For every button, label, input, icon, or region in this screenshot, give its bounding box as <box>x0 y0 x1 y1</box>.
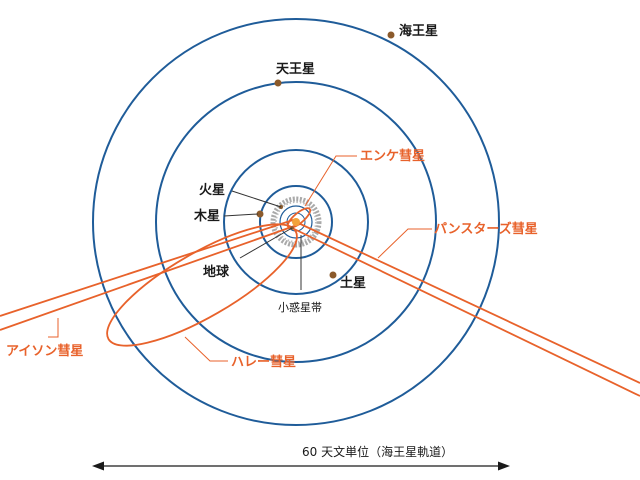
uranus-dot <box>274 79 282 87</box>
neptune-orbit <box>92 18 500 426</box>
jupiter-leader <box>223 213 259 217</box>
label-panstarrs: パンスターズ彗星 <box>434 221 538 237</box>
halley-comet-orbit <box>106 223 298 347</box>
label-asteroid-belt: 小惑星帯 <box>278 300 322 314</box>
ison-leader <box>48 318 59 338</box>
saturn-dot <box>329 271 337 279</box>
neptune-dot <box>387 31 395 39</box>
scale-arrow-right <box>498 461 510 471</box>
saturn-orbit <box>223 149 369 295</box>
label-ison: アイソン彗星 <box>6 343 83 359</box>
panstarrs-leader <box>377 228 432 259</box>
scale-label: 60 天文単位（海王星軌道） <box>302 444 453 459</box>
ison-comet-orbit <box>0 218 301 331</box>
encke-comet-orbit <box>286 207 312 229</box>
earth-leader <box>239 227 293 259</box>
scale-bar: 60 天文単位（海王星軌道） <box>92 444 510 471</box>
label-mars: 火星 <box>199 183 225 198</box>
label-encke: エンケ彗星 <box>360 148 425 164</box>
label-saturn: 土星 <box>340 275 366 291</box>
halley-leader <box>184 336 228 362</box>
label-jupiter: 木星 <box>193 208 220 224</box>
encke-leader <box>304 155 357 207</box>
uranus-orbit <box>155 81 437 363</box>
label-uranus: 天王星 <box>276 62 315 77</box>
mars-leader <box>231 190 282 208</box>
jupiter-orbit <box>259 185 333 259</box>
label-halley: ハレー彗星 <box>231 354 296 370</box>
planet-orbits <box>92 18 500 426</box>
scale-arrow-left <box>92 461 104 471</box>
comet-orbits <box>0 207 640 397</box>
sun-icon <box>292 218 300 226</box>
planet-dots <box>256 31 395 279</box>
label-earth: 地球 <box>203 264 230 280</box>
label-neptune: 海王星 <box>399 23 438 39</box>
panstarrs-comet-orbit <box>289 220 640 397</box>
jupiter-dot <box>256 210 264 218</box>
asteroid-belt-ring-inner <box>275 201 317 243</box>
leader-lines <box>223 190 302 290</box>
comet-leader-lines <box>48 155 432 362</box>
